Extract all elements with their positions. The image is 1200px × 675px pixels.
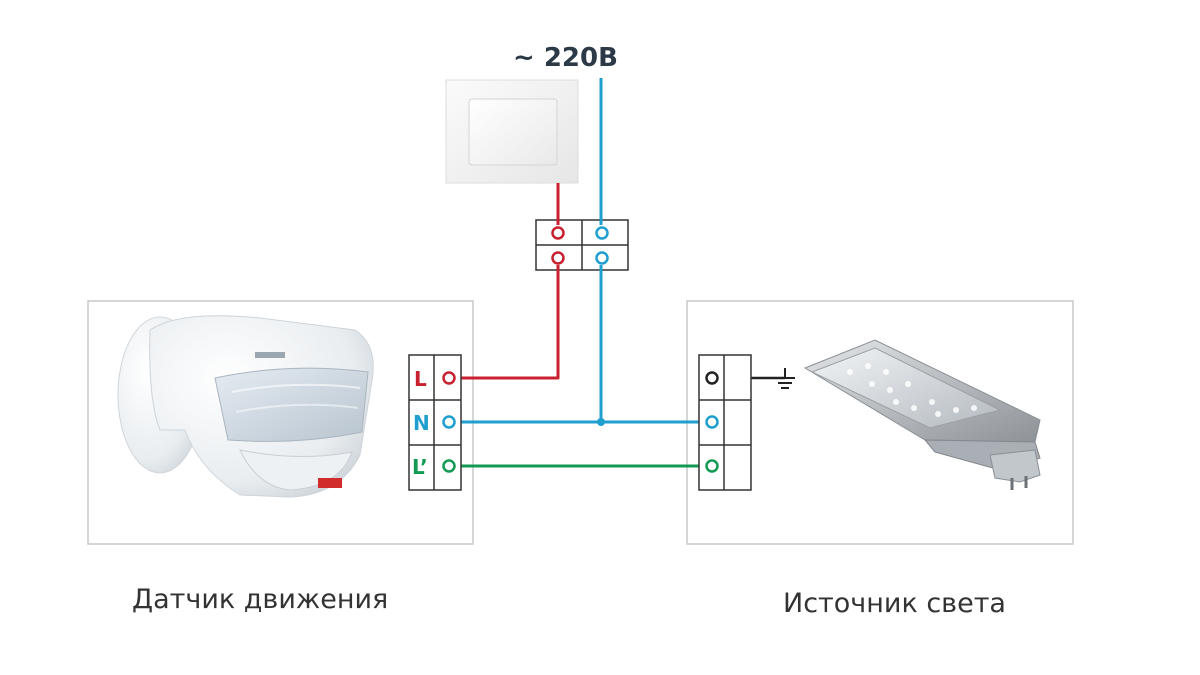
phase-wire-sensor: [457, 265, 560, 380]
junction-block: [535, 219, 629, 271]
terminal-label-n: N: [413, 411, 430, 435]
sensor-screw-n: [442, 415, 456, 429]
terminal-label-l-out: L’: [412, 455, 428, 479]
light-screw-l-out: [705, 459, 719, 473]
wires: [457, 78, 785, 468]
sensor-screw-l: [442, 371, 456, 385]
motion-sensor-icon: [117, 315, 374, 498]
neutral-junction-dot: [597, 418, 605, 426]
light-caption: Источник света: [783, 588, 1006, 619]
wall-switch-icon: [445, 79, 579, 184]
junction-screw: [595, 226, 609, 240]
terminal-label-l: L: [414, 367, 427, 391]
light-screw-n: [705, 415, 719, 429]
junction-screw: [551, 226, 565, 240]
street-lamp-icon: [803, 339, 1041, 490]
sensor-screw-l-out: [442, 459, 456, 473]
supply-voltage-label: ~ 220В: [513, 43, 618, 73]
light-screw-ground: [705, 371, 719, 385]
junction-screw: [595, 251, 609, 265]
junction-screw: [551, 251, 565, 265]
sensor-caption: Датчик движения: [132, 584, 389, 615]
ground-icon: [775, 368, 795, 389]
